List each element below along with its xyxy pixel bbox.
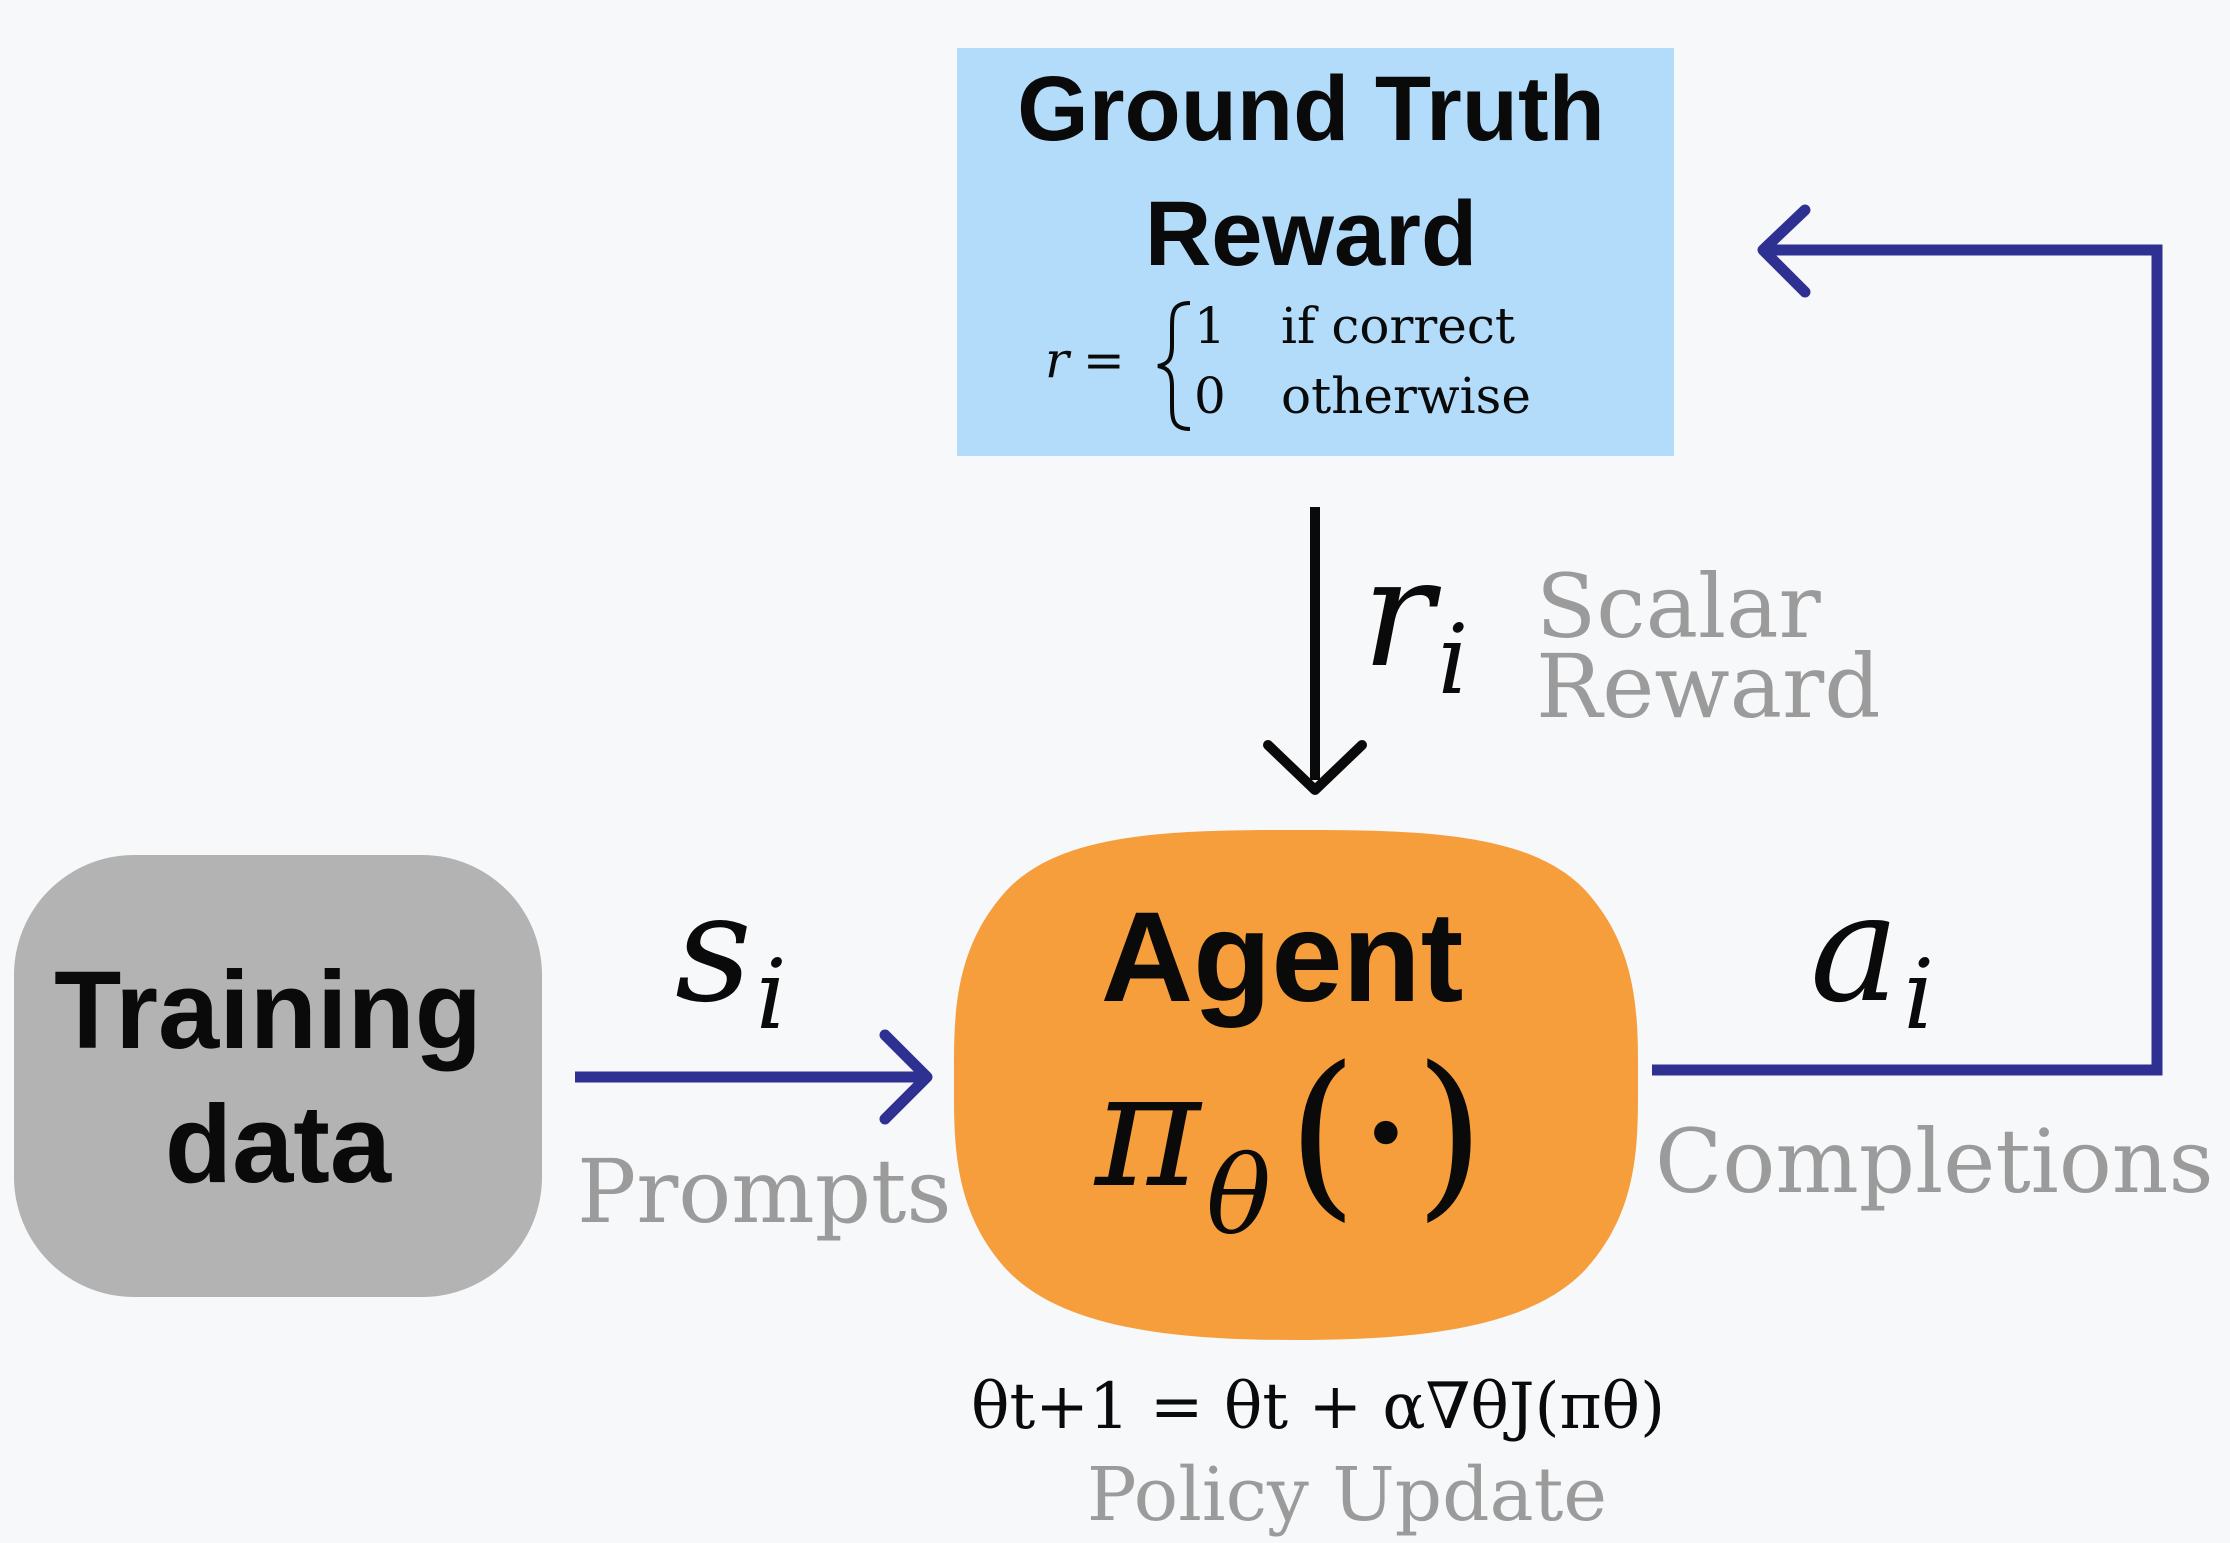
prompt-edge-symbol: si: [675, 862, 787, 1051]
agent-policy: πθ(·): [1093, 1029, 1485, 1259]
reward-case2-value: 0: [1194, 367, 1226, 425]
completion-arrow-path: [1652, 244, 2163, 1076]
agent-policy-pi: π: [1093, 1036, 1203, 1223]
reward-case2-condition: otherwise: [1281, 367, 1531, 425]
reward-edge-caption-line2: Reward: [1536, 635, 1881, 738]
prompt-arrow-head: [879, 1029, 933, 1125]
agent-box: [953, 830, 1639, 1340]
prompt-edge-label: si Prompts: [577, 862, 952, 1243]
completion-arrow: [1652, 204, 2163, 1076]
completion-edge-caption: Completions: [1655, 1110, 2214, 1213]
reward-edge-caption-line1: Scalar: [1536, 555, 1822, 658]
training-line1: Training: [54, 949, 482, 1072]
prompt-edge-caption: Prompts: [577, 1140, 952, 1243]
reward-edge-label: ri Scalar Reward: [1362, 527, 1881, 738]
reward-title-line1: Ground Truth: [1017, 58, 1605, 160]
reward-title-line2: Reward: [1145, 183, 1477, 285]
reward-edge-symbol: ri: [1362, 527, 1468, 716]
training-node: Training data: [14, 855, 542, 1297]
reward-formula-lhs: r=: [1045, 331, 1125, 389]
prompt-edge-subscript: i: [756, 939, 787, 1051]
completion-edge-symbol: ai: [1810, 862, 1934, 1051]
agent-node: Agent πθ(·): [953, 830, 1639, 1340]
reward-box: [957, 48, 1674, 456]
agent-policy-subscript: θ: [1206, 1134, 1271, 1259]
training-box: [14, 855, 542, 1297]
prompt-arrow: [575, 1029, 933, 1125]
reward-node: Ground Truth Reward r= 1 if correct 0 ot…: [957, 48, 1674, 456]
training-line2: data: [165, 1083, 392, 1206]
reward-arrow: [1263, 507, 1367, 795]
reward-case1-condition: if correct: [1281, 297, 1515, 355]
completion-edge-label: ai Completions: [1655, 862, 2214, 1213]
completion-edge-subscript: i: [1903, 939, 1934, 1051]
agent-policy-args: (·): [1287, 1029, 1485, 1238]
reward-case1-value: 1: [1194, 297, 1226, 355]
reward-arrow-head: [1263, 740, 1367, 795]
agent-title: Agent: [1101, 886, 1464, 1029]
completion-arrow-head: [1757, 204, 1811, 298]
reward-formula-brace: [1157, 301, 1191, 431]
policy-update: θt+1 = θt + α∇θJ(πθ) Policy Update: [971, 1370, 1665, 1538]
policy-update-caption: Policy Update: [1087, 1452, 1607, 1538]
reward-edge-subscript: i: [1438, 604, 1469, 716]
policy-update-formula: θt+1 = θt + α∇θJ(πθ): [971, 1370, 1665, 1444]
